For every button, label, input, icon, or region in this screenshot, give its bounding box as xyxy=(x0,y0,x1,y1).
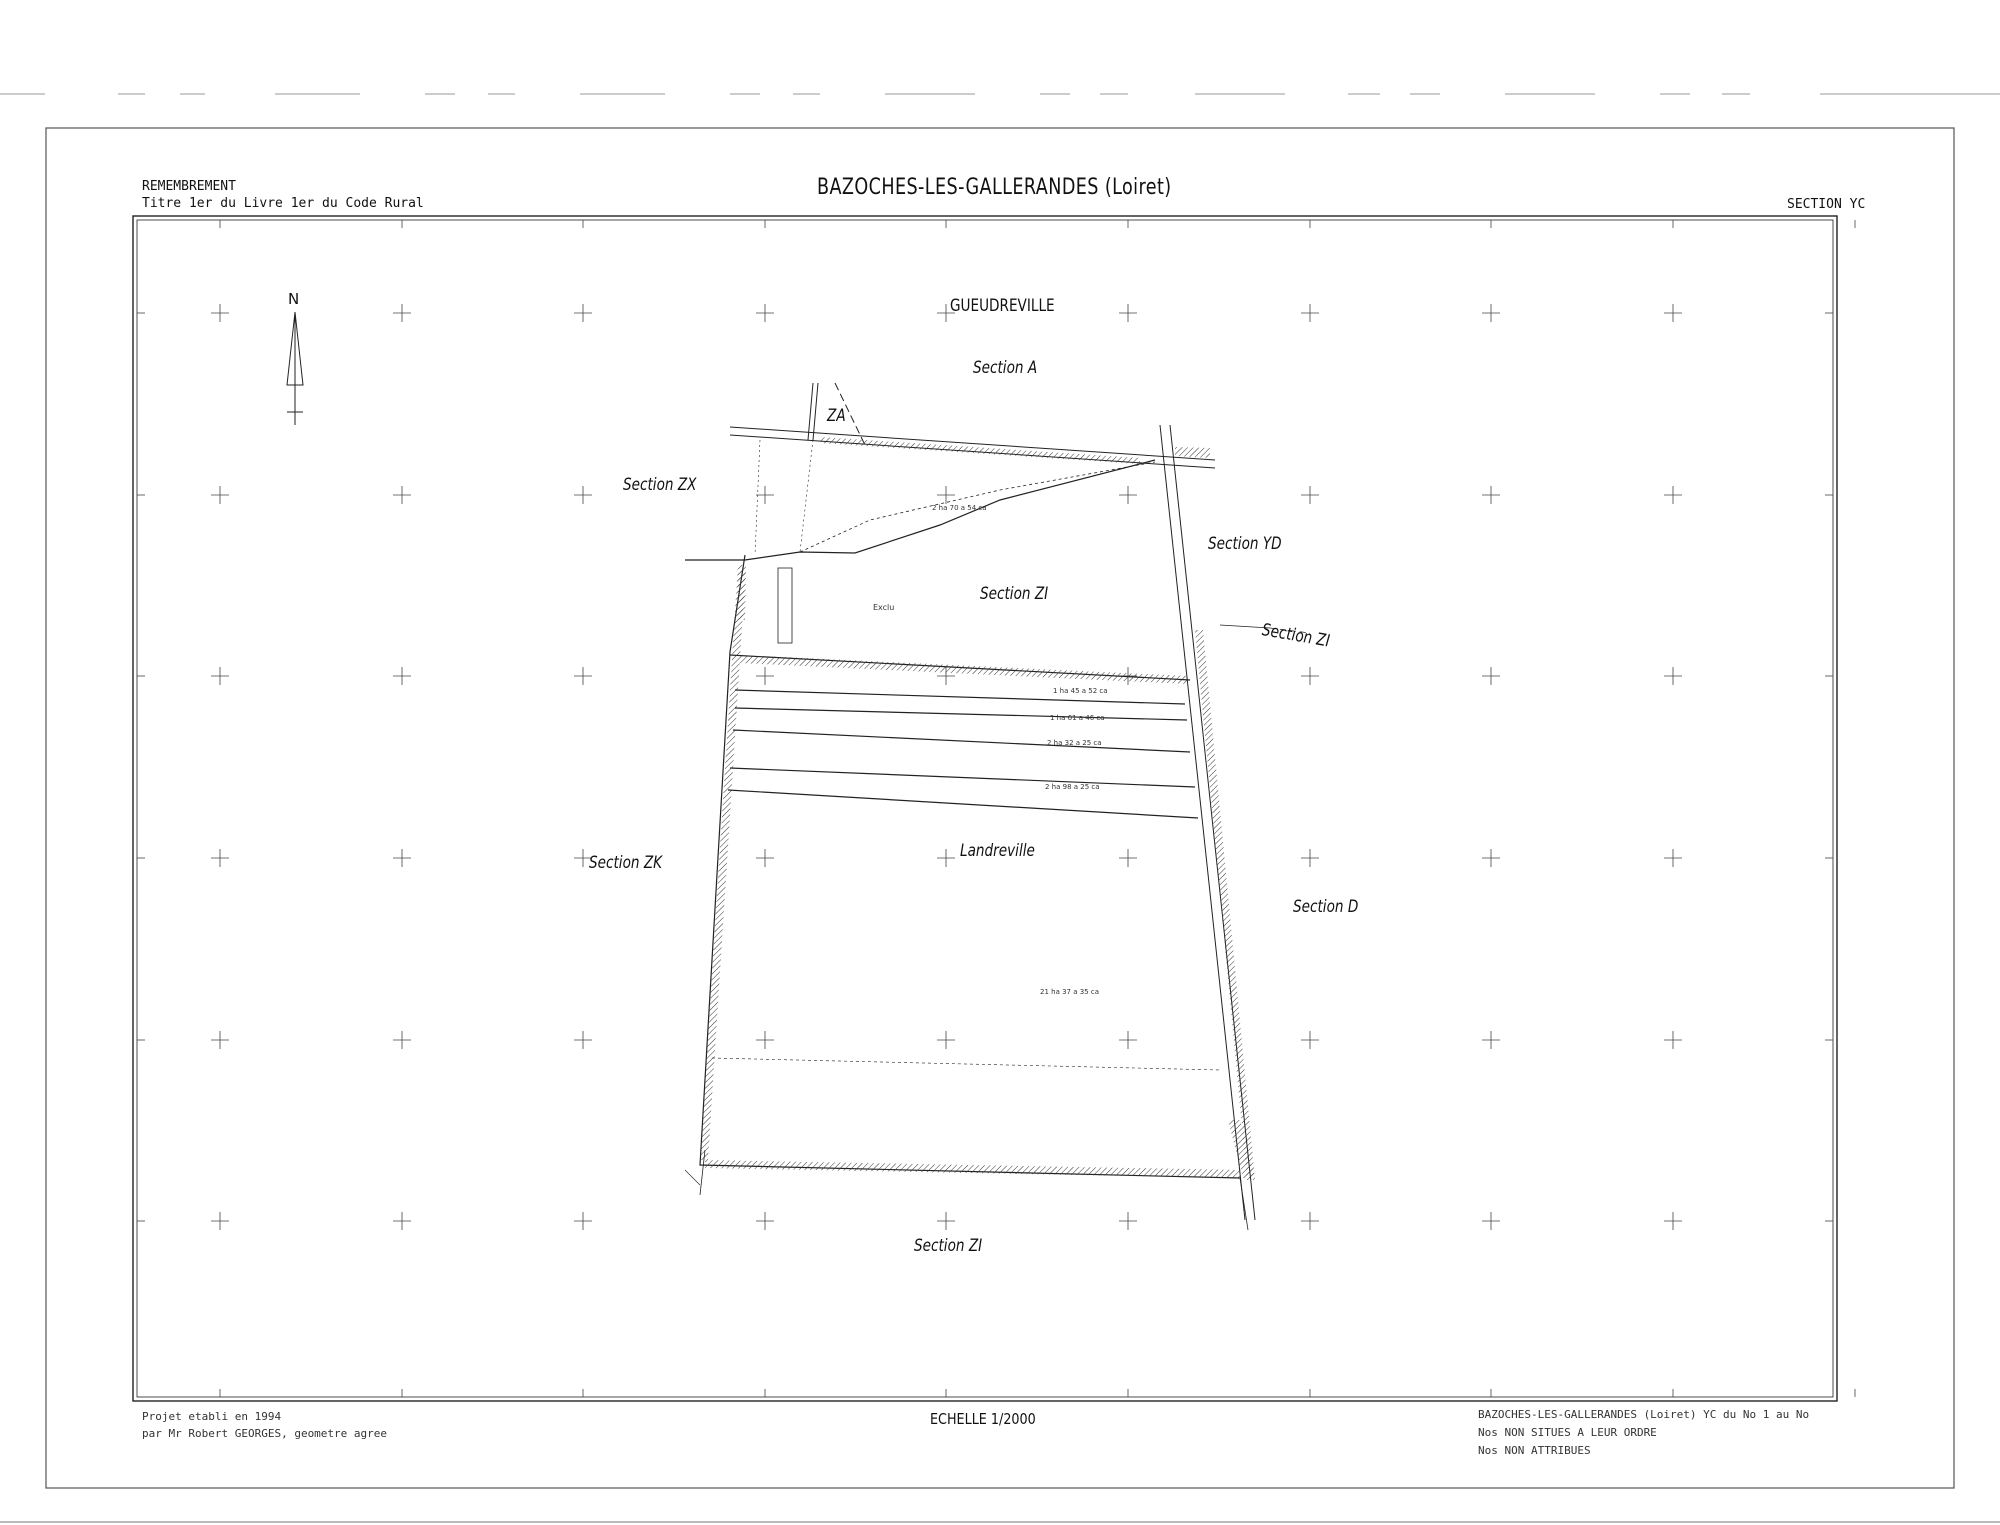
page-title: BAZOCHES-LES-GALLERANDES (Loiret) xyxy=(817,175,1172,200)
section-zk-label: Section ZK xyxy=(589,853,663,873)
section-a-label: Section A xyxy=(973,358,1038,378)
header-remembrement: REMEMBREMENT xyxy=(142,179,236,194)
excluded-strip xyxy=(777,567,793,644)
locality-landreville: Landreville xyxy=(960,841,1035,861)
road-za xyxy=(807,382,866,446)
sheet-border xyxy=(45,127,1955,1489)
parcel-area: 1 ha 61 a 46 ca xyxy=(1050,714,1105,722)
footer-numbering: BAZOCHES-LES-GALLERANDES (Loiret) YC du … xyxy=(1478,1408,1810,1421)
coordinate-grid xyxy=(137,220,1856,1397)
section-zi-upper-label: Section ZI xyxy=(980,584,1049,604)
section-d-label: Section D xyxy=(1293,897,1359,917)
section-zx-label: Section ZX xyxy=(623,475,697,495)
north-label: N xyxy=(288,290,300,308)
hatched-boundaries xyxy=(700,565,1255,1178)
road-top xyxy=(729,426,1216,469)
scale-label: ECHELLE 1/2000 xyxy=(930,1410,1036,1428)
north-arrow-icon xyxy=(286,311,304,425)
footer-unsited: Nos NON SITUES A LEUR ORDRE xyxy=(1478,1426,1657,1439)
footer-unassigned: Nos NON ATTRIBUES xyxy=(1478,1444,1591,1457)
section-yd-label: Section YD xyxy=(1208,534,1282,554)
locality-gueudreville: GUEUDREVILLE xyxy=(950,296,1055,316)
parcel-area: 2 ha 98 a 25 ca xyxy=(1045,783,1100,791)
footer-project-year: Projet etabli en 1994 xyxy=(142,1410,282,1423)
section-zi-bottom-label: Section ZI xyxy=(914,1236,983,1256)
header-code-rural: Titre 1er du Livre 1er du Code Rural xyxy=(142,196,424,211)
parcel-area: 2 ha 32 a 25 ca xyxy=(1047,739,1102,747)
section-za-label: ZA xyxy=(827,406,846,426)
section-label: SECTION YC xyxy=(1787,197,1866,212)
road-right xyxy=(1159,424,1256,1221)
footer-surveyor: par Mr Robert GEORGES, geometre agree xyxy=(142,1427,388,1440)
map-frame xyxy=(132,215,1838,1402)
parcel-area: 1 ha 45 a 52 ca xyxy=(1053,687,1108,695)
parcel-area: 21 ha 37 a 35 ca xyxy=(1040,988,1100,996)
exclu-label: Exclu xyxy=(873,603,895,612)
parcel-area: 2 ha 70 a 54 ca xyxy=(932,504,987,512)
